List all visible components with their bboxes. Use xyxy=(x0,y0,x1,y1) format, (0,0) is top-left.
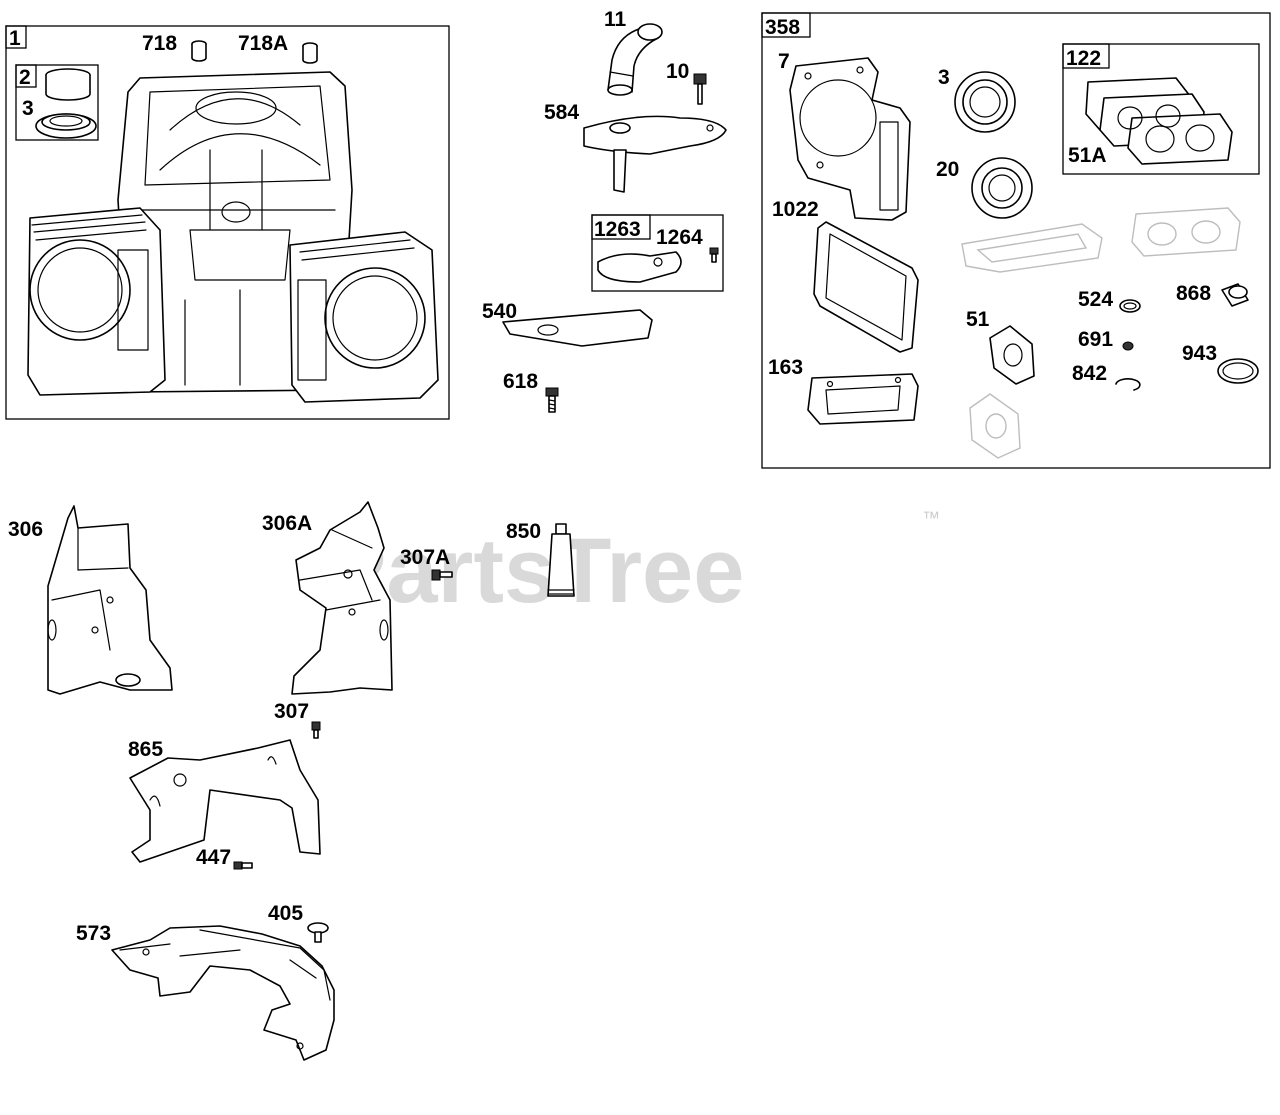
part-307A-label[interactable]: 307A xyxy=(400,546,450,569)
faint-gasket-outline-b xyxy=(1131,207,1241,257)
part-691-label[interactable]: 691 xyxy=(1078,328,1113,351)
part-405-label[interactable]: 405 xyxy=(268,902,303,925)
intake-gasket-part-51[interactable] xyxy=(989,325,1035,385)
part-307-label[interactable]: 307 xyxy=(274,700,309,723)
part-20-label[interactable]: 20 xyxy=(936,158,959,181)
part-868-label[interactable]: 868 xyxy=(1176,282,1211,305)
group-2-tag xyxy=(15,64,37,88)
screw-part-307A[interactable] xyxy=(431,569,453,581)
group-358-tag xyxy=(761,12,811,38)
part-850-label[interactable]: 850 xyxy=(506,520,541,543)
part-306-label[interactable]: 306 xyxy=(8,518,43,541)
breather-gasket-part-163[interactable] xyxy=(807,373,919,425)
air-guide-part-306A[interactable] xyxy=(291,501,393,695)
part-524-label[interactable]: 524 xyxy=(1078,288,1113,311)
washer-part-691[interactable] xyxy=(1122,341,1134,351)
part-51A-label[interactable]: 51A xyxy=(1068,144,1107,167)
group-1263-label[interactable]: 1263 xyxy=(594,218,641,241)
part-10-label[interactable]: 10 xyxy=(666,60,689,83)
group-122-tag xyxy=(1062,43,1110,69)
part-3-seal-label[interactable]: 3 xyxy=(938,66,950,89)
breather-gasket-part-540[interactable] xyxy=(502,309,653,347)
bushing-part-2[interactable] xyxy=(45,68,91,101)
o-ring-part-524[interactable] xyxy=(1119,299,1141,313)
screw-part-307[interactable] xyxy=(311,721,321,739)
part-618-label[interactable]: 618 xyxy=(503,370,538,393)
group-2-label[interactable]: 2 xyxy=(19,66,31,89)
part-540-label[interactable]: 540 xyxy=(482,300,517,323)
group-122-label[interactable]: 122 xyxy=(1066,47,1101,70)
screw-part-405[interactable] xyxy=(307,922,329,943)
oil-seal-part-3b[interactable] xyxy=(954,71,1016,133)
group-358-frame xyxy=(761,12,1271,469)
part-1022-label[interactable]: 1022 xyxy=(772,198,819,221)
part-7-label[interactable]: 7 xyxy=(778,50,790,73)
o-ring-part-943[interactable] xyxy=(1217,358,1259,384)
air-guide-part-306[interactable] xyxy=(47,505,173,695)
group-1-tag xyxy=(5,25,27,49)
intake-gasket-set-part-122[interactable] xyxy=(1085,77,1233,165)
part-865-label[interactable]: 865 xyxy=(128,738,163,761)
screw-part-1264[interactable] xyxy=(709,247,719,263)
crankcase-part-1[interactable] xyxy=(27,71,439,403)
breather-valve-part-1263[interactable] xyxy=(597,251,682,283)
dowel-pin-part-718[interactable] xyxy=(191,40,207,62)
part-51-label[interactable]: 51 xyxy=(966,308,990,331)
group-1-frame xyxy=(5,25,450,420)
faint-gasket-outline-c xyxy=(969,393,1021,459)
part-306A-label[interactable]: 306A xyxy=(262,512,312,535)
screw-part-447[interactable] xyxy=(233,861,253,870)
part-943-label[interactable]: 943 xyxy=(1182,342,1217,365)
part-11-label[interactable]: 11 xyxy=(604,8,627,31)
part-842-label[interactable]: 842 xyxy=(1072,362,1107,385)
breather-plate-part-584[interactable] xyxy=(583,115,727,193)
oil-seal-part-3[interactable] xyxy=(35,113,97,139)
part-718A-label[interactable]: 718A xyxy=(238,32,288,55)
part-1264-label[interactable]: 1264 xyxy=(656,226,703,249)
part-163-label[interactable]: 163 xyxy=(768,356,803,379)
group-1263-tag xyxy=(591,214,651,240)
part-3-label[interactable]: 3 xyxy=(22,97,34,120)
screw-part-10[interactable] xyxy=(693,73,707,105)
valve-cover-gasket-part-1022[interactable] xyxy=(813,221,919,353)
sealant-tube-part-850[interactable] xyxy=(547,523,575,597)
ring-part-842[interactable] xyxy=(1115,378,1141,391)
spacer-part-868[interactable] xyxy=(1221,283,1249,307)
part-584-label[interactable]: 584 xyxy=(544,101,579,124)
cylinder-head-gasket-part-7[interactable] xyxy=(789,57,911,221)
parts-tree-watermark: PartsTree xyxy=(325,520,744,622)
group-1-label[interactable]: 1 xyxy=(9,27,21,50)
oil-seal-part-20[interactable] xyxy=(971,157,1033,219)
part-447-label[interactable]: 447 xyxy=(196,846,231,869)
trademark-symbol: ™ xyxy=(922,508,940,528)
group-122-frame xyxy=(1062,43,1260,175)
group-358-label[interactable]: 358 xyxy=(765,16,800,39)
air-guide-part-865[interactable] xyxy=(129,739,321,863)
breather-tube-part-11[interactable] xyxy=(607,23,663,96)
part-573-label[interactable]: 573 xyxy=(76,922,111,945)
faint-gasket-outline-a xyxy=(961,223,1103,273)
group-1263-frame xyxy=(591,214,724,292)
screw-part-618[interactable] xyxy=(545,387,559,413)
blower-housing-baffle-part-573[interactable] xyxy=(111,925,335,1061)
group-2-frame xyxy=(15,64,99,141)
part-718-label[interactable]: 718 xyxy=(142,32,177,55)
dowel-pin-part-718A[interactable] xyxy=(302,42,318,64)
